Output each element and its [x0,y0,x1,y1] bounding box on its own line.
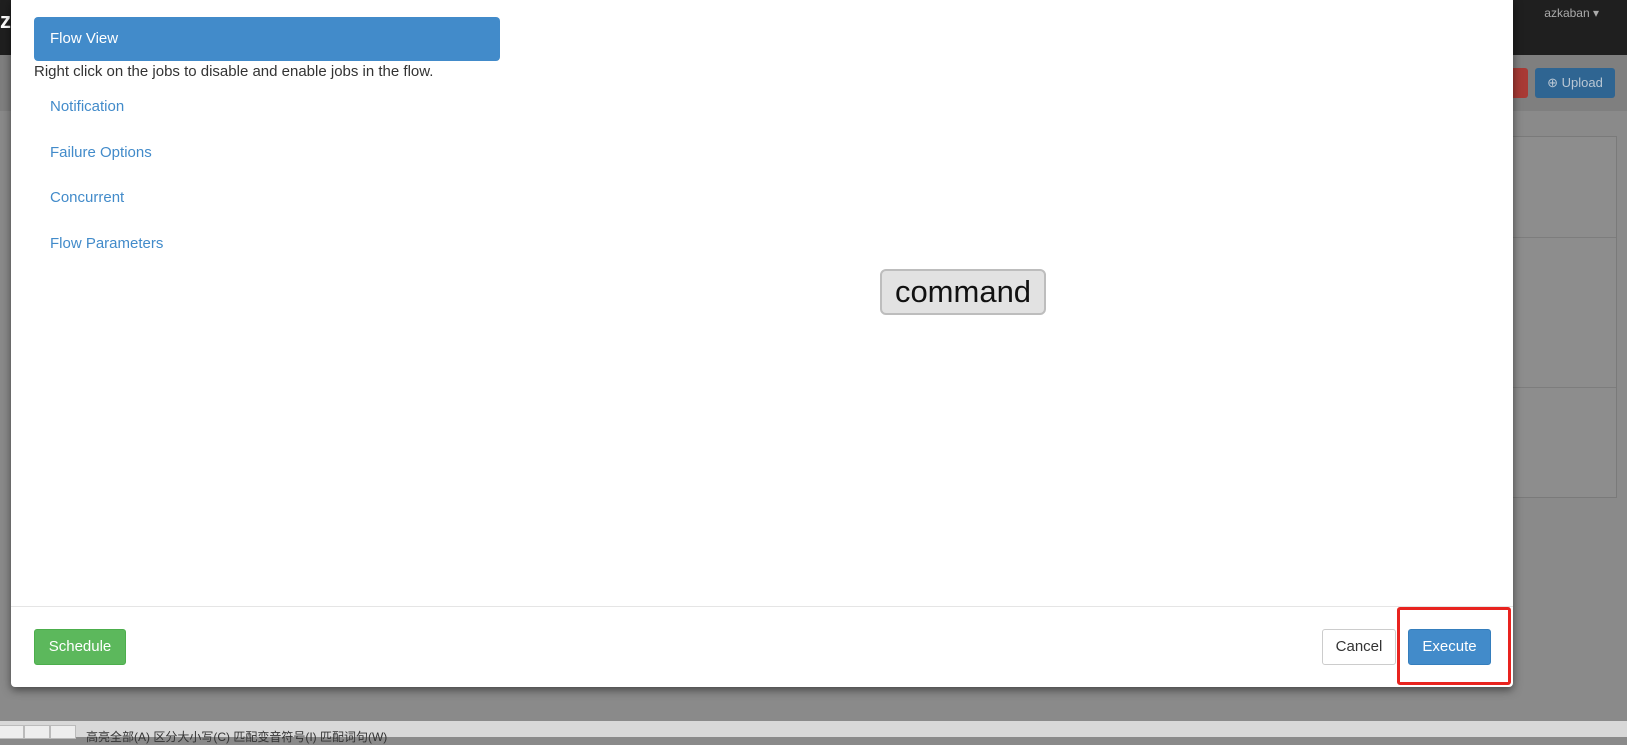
execute-button[interactable]: Execute [1408,629,1491,665]
modal-footer-divider [11,606,1513,607]
schedule-button[interactable]: Schedule [34,629,126,665]
find-bar [0,721,1627,739]
tab-notification[interactable]: Notification [50,98,125,115]
user-menu[interactable]: azkaban ▾ [1544,6,1599,20]
tab-flow-parameters[interactable]: Flow Parameters [50,235,164,252]
tab-flow-view[interactable]: Flow View [34,17,500,61]
job-node-command[interactable]: command [880,269,1046,315]
cancel-button[interactable]: Cancel [1322,629,1396,665]
flow-view-hint: Right click on the jobs to disable and e… [34,63,434,80]
upload-button[interactable]: ⊕ Upload [1535,68,1615,98]
tab-concurrent[interactable]: Concurrent [50,189,125,206]
tab-failure-options[interactable]: Failure Options [50,144,152,161]
execute-flow-dialog: Flow View Right click on the jobs to dis… [11,0,1513,687]
